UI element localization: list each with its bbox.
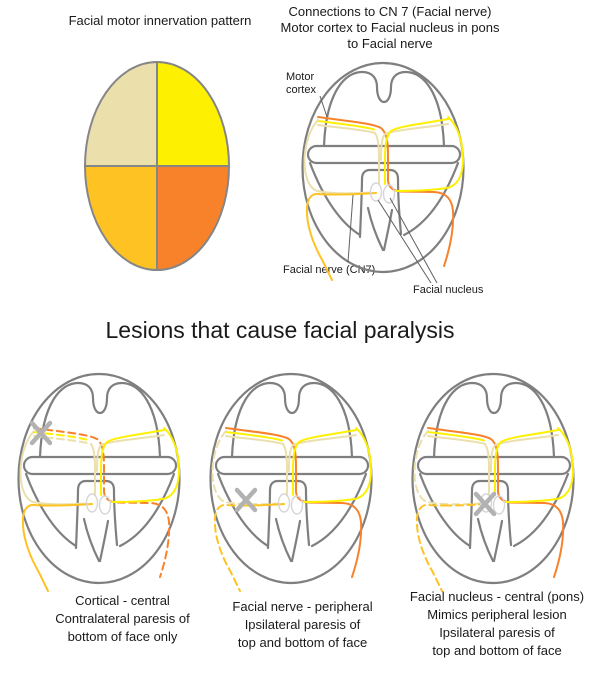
amber-nerve-exit (213, 503, 247, 592)
lesion-2-diagram (209, 372, 373, 592)
motor-cortex-pointer-line (319, 95, 328, 118)
connections-title: Connections to CN 7 (Facial nerve) Motor… (280, 4, 500, 52)
medulla-right-line (98, 519, 110, 563)
yellow-crossed-pathway (494, 429, 559, 496)
connections-title-line1: Connections to CN 7 (Facial nerve) (288, 4, 492, 19)
tan-left-cortex-line (427, 435, 486, 445)
orange-crossed-pathway (317, 116, 455, 267)
facial-nucleus-pointer-line-1 (377, 199, 432, 284)
yellow-right-arc (504, 427, 575, 503)
tan-left-cortex-line (225, 435, 284, 445)
yellow-crossed-pathway (384, 118, 449, 185)
pons-outline (266, 479, 311, 550)
yellow-crossed-pathway (100, 429, 165, 496)
brain-outline (209, 372, 373, 585)
medulla-right-line (492, 519, 504, 563)
yellow-right-arc (302, 427, 373, 503)
left-flank (24, 472, 78, 548)
face-lower-left-quadrant (85, 166, 157, 270)
lesion-3-diagram (411, 372, 575, 592)
tan-right-cortex-line (288, 434, 357, 472)
face-quadrant-diagram (84, 61, 230, 271)
left-facial-nucleus (85, 493, 99, 513)
tan-descending-line (484, 443, 490, 496)
pons-outline (74, 479, 119, 550)
medulla-right-line (382, 208, 394, 252)
tan-right-cortex-line (380, 123, 449, 161)
yellow-crossed-pathway (292, 429, 357, 496)
left-flank (308, 161, 362, 237)
facial-nerve-pointer-line (347, 194, 354, 263)
amber-nerve-exit (415, 503, 449, 592)
lesion-3-caption: Facial nucleus - central (pons) Mimics p… (409, 589, 585, 658)
right-flank (310, 472, 368, 548)
cortex-arches (432, 381, 556, 459)
left-flank (216, 472, 270, 548)
right-flank (402, 161, 460, 237)
right-flank (118, 472, 176, 548)
medulla-left-line (476, 517, 495, 563)
tan-right-cortex-line (96, 434, 165, 472)
connections-title-line3: to Facial nerve (347, 36, 433, 51)
yellow-left-cortex-line (317, 120, 375, 131)
facial-nucleus-pointer-line-2 (389, 197, 438, 284)
left-flank (418, 472, 472, 548)
face-pattern-title: Facial motor innervation pattern (68, 13, 252, 28)
yellow-left-cortex-line (225, 431, 283, 442)
right-facial-nucleus (492, 495, 506, 515)
tan-descending-line (282, 443, 288, 496)
facial-nucleus-label: Facial nucleus (413, 284, 484, 296)
tan-left-arc (413, 430, 481, 506)
lesion-2-caption: Facial nerve - peripheral Ipsilateral pa… (232, 599, 373, 650)
right-facial-nucleus (382, 184, 396, 204)
amber-nerve-proximal (337, 192, 377, 196)
yellow-right-arc (394, 116, 465, 192)
orange-crossed-pathway (33, 427, 171, 578)
left-facial-nucleus (479, 493, 493, 513)
orange-crossed-pathway (427, 427, 565, 578)
orange-crossed-pathway (225, 427, 363, 578)
face-lower-right-quadrant (157, 166, 229, 270)
medulla-left-line (82, 517, 101, 563)
facial-nerve-label: Facial nerve (CN7) (283, 264, 376, 276)
brain-pathway-diagram (301, 61, 465, 284)
motor-cortex-label: Motor cortex (286, 71, 316, 96)
cortex-arches (38, 381, 162, 459)
amber-nerve-proximal (53, 503, 93, 507)
brain-outline (411, 372, 575, 585)
amber-nerve-exit (305, 192, 339, 281)
right-facial-nucleus (290, 495, 304, 515)
medulla-left-line (366, 206, 385, 252)
brain-outline (301, 61, 465, 274)
brain-outline (17, 372, 181, 585)
tan-left-arc (19, 430, 87, 506)
yellow-right-arc (110, 427, 181, 503)
connections-title-line2: Motor cortex to Facial nucleus in pons (280, 20, 500, 35)
face-upper-right-quadrant (157, 62, 229, 166)
face-upper-left-quadrant (85, 62, 157, 166)
right-facial-nucleus (98, 495, 112, 515)
cortex-arches (230, 381, 354, 459)
tan-descending-line (90, 443, 96, 496)
lesion-x-icon (29, 420, 53, 446)
lesion-1-diagram (17, 372, 181, 592)
amber-nerve-exit (21, 503, 55, 592)
left-facial-nucleus (277, 493, 291, 513)
yellow-left-cortex-line (427, 431, 485, 442)
right-flank (512, 472, 570, 548)
tan-right-cortex-line (490, 434, 559, 472)
cortex-arches (322, 70, 446, 148)
lesion-x-icon (473, 491, 497, 517)
tan-descending-line (374, 132, 380, 185)
section-title: Lesions that cause facial paralysis (105, 317, 455, 343)
lesion-1-caption: Cortical - central Contralateral paresis… (55, 593, 190, 644)
tan-left-cortex-line (317, 124, 376, 134)
lesion-x-icon (234, 487, 258, 513)
medulla-right-line (290, 519, 302, 563)
tan-left-arc (303, 119, 371, 195)
medulla-left-line (274, 517, 293, 563)
left-facial-nucleus (369, 182, 383, 202)
